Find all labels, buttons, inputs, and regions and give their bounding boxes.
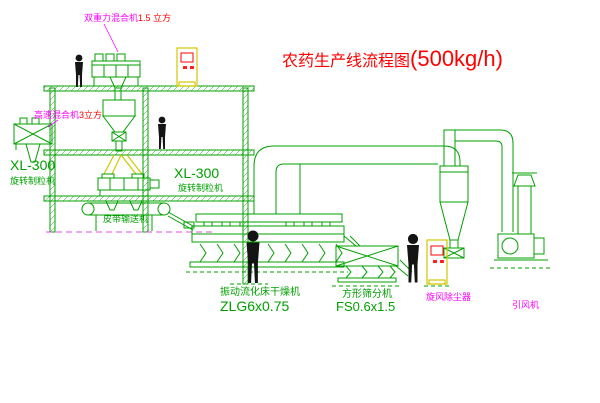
high-speed-mixer — [13, 117, 53, 163]
leader-gravity-mixer — [103, 23, 119, 53]
rotary-granulator — [97, 173, 160, 211]
label-dryer-name: 振动流化床干燥机 — [220, 285, 300, 298]
leader-high-speed-mixer — [47, 119, 59, 128]
belt-conveyor — [81, 202, 194, 231]
gravity-mixer — [91, 53, 141, 101]
label-high-speed-mixer: 高速混合机3立方 — [34, 109, 102, 120]
cyclone-separator — [439, 129, 469, 259]
dryer-springs — [199, 243, 343, 263]
induced-draft-fan — [490, 233, 552, 269]
intermediate-hopper — [102, 99, 136, 152]
control-cabinet-top — [176, 47, 198, 87]
sieve-springs — [345, 265, 396, 279]
cyclone-outlet-pipe — [443, 129, 456, 167]
label-fan: 引风机 — [512, 299, 539, 310]
label-dryer-model: ZLG6x0.75 — [220, 298, 289, 314]
building-frame — [43, 85, 268, 285]
fluid-bed-dryer — [183, 213, 348, 273]
label-sieve-model: FS0.6x1.5 — [336, 299, 395, 314]
label-granulator-center-name: 旋转制粒机 — [178, 182, 223, 193]
worker-ground-center — [246, 230, 260, 283]
worker-second-floor — [158, 116, 166, 149]
label-belt-conveyor: 皮带输送机 — [103, 213, 148, 224]
label-granulator-left-model: XL-300 — [10, 157, 55, 173]
label-gravity-mixer: 双重力混合机1.5 立方 — [84, 12, 171, 23]
label-granulator-center-model: XL-300 — [174, 165, 219, 181]
exhaust-stack — [512, 172, 537, 235]
worker-ground-right — [407, 233, 419, 283]
diagram-title: 农药生产线流程图(500kg/h) — [282, 46, 503, 71]
label-granulator-left-name: 旋转制粒机 — [10, 175, 55, 186]
label-cyclone: 旋风除尘器 — [426, 291, 471, 302]
control-cabinet-right — [424, 239, 452, 287]
y-splitter-duct — [103, 154, 143, 175]
square-sieve — [332, 235, 413, 287]
exhaust-duct — [253, 145, 461, 214]
worker-top-floor — [75, 54, 83, 87]
label-sieve-name: 方形筛分机 — [342, 287, 392, 300]
fan-inlet-duct — [455, 129, 514, 232]
